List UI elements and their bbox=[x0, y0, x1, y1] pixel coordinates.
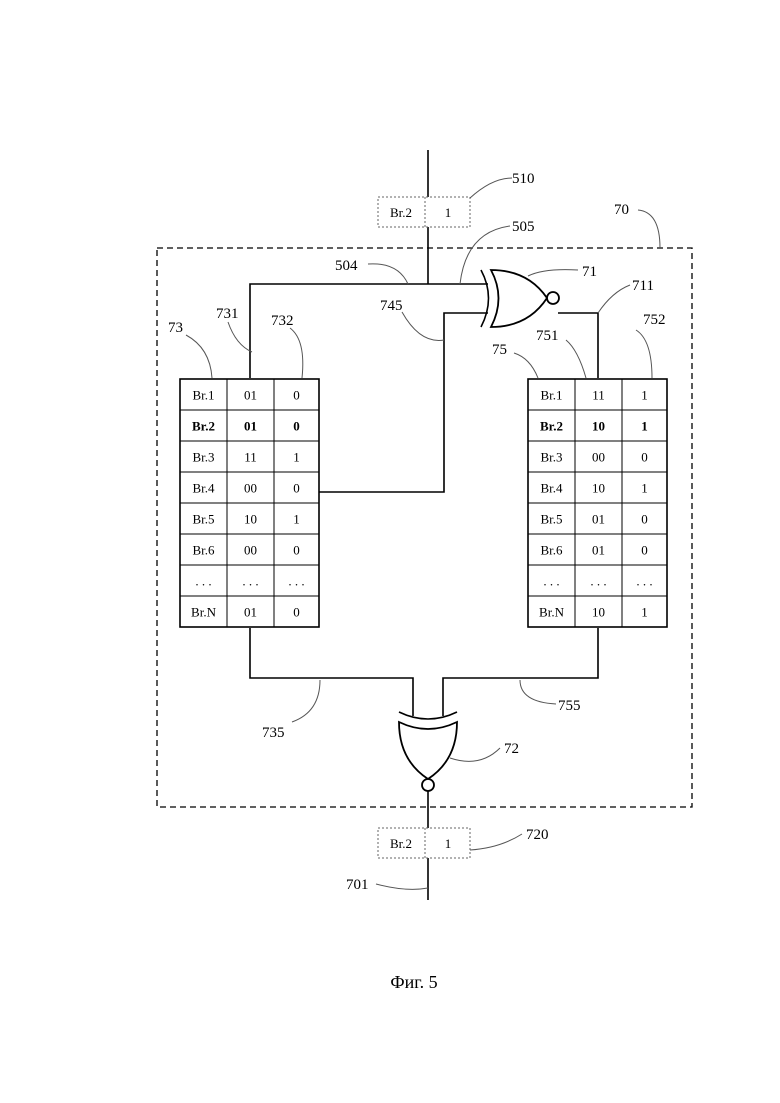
left-table-bit-cell: 0 bbox=[293, 543, 300, 558]
right-table-bit-cell: 0 bbox=[641, 450, 648, 465]
ref-711: 711 bbox=[632, 278, 654, 294]
right-table-bit-cell: 1 bbox=[641, 481, 648, 496]
ref-752: 752 bbox=[643, 312, 666, 328]
left-table-bit-cell: 1 bbox=[293, 450, 300, 465]
left-table-code-cell: . . . bbox=[242, 574, 258, 589]
ref-70: 70 bbox=[614, 202, 629, 218]
ref-731: 731 bbox=[216, 306, 239, 322]
leader-731 bbox=[228, 322, 252, 352]
input-packet: Br.2 1 bbox=[378, 197, 470, 227]
left-table-code-cell: 01 bbox=[244, 605, 257, 620]
left-table-branch-cell: Br.3 bbox=[192, 450, 214, 465]
leader-752 bbox=[636, 330, 652, 378]
left-table-bit-cell: 0 bbox=[293, 605, 300, 620]
input-packet-label: Br.2 bbox=[390, 205, 412, 220]
leader-711 bbox=[598, 285, 630, 313]
ref-504: 504 bbox=[335, 258, 358, 274]
left-table-branch-cell: Br.2 bbox=[192, 419, 215, 434]
right-table-code-cell: 11 bbox=[592, 388, 605, 403]
right-table-branch-cell: Br.6 bbox=[540, 543, 563, 558]
leader-70 bbox=[638, 210, 660, 248]
left-table-branch-cell: Br.1 bbox=[192, 388, 214, 403]
table-73: Br.1010Br.2010Br.3111Br.4000Br.5101Br.60… bbox=[180, 379, 319, 627]
right-table-bit-cell: 1 bbox=[641, 419, 648, 434]
leader-755 bbox=[520, 680, 556, 704]
ref-755: 755 bbox=[558, 698, 581, 714]
left-table-code-cell: 11 bbox=[244, 450, 257, 465]
left-table-bit-cell: 0 bbox=[293, 481, 300, 496]
ref-510: 510 bbox=[512, 171, 535, 187]
right-table-branch-cell: Br.3 bbox=[540, 450, 562, 465]
right-table-code-cell: . . . bbox=[590, 574, 606, 589]
right-table-branch-cell: Br.5 bbox=[540, 512, 562, 527]
leader-73 bbox=[186, 335, 212, 378]
left-table-branch-cell: Br.6 bbox=[192, 543, 215, 558]
ref-71: 71 bbox=[582, 264, 597, 280]
left-table-code-cell: 01 bbox=[244, 388, 257, 403]
right-table-branch-cell: Br.4 bbox=[540, 481, 563, 496]
right-table-bit-cell: 1 bbox=[641, 605, 648, 620]
right-table-branch-cell: . . . bbox=[543, 574, 559, 589]
xnor-gate-71 bbox=[481, 270, 559, 327]
leader-71 bbox=[528, 270, 578, 276]
ref-72: 72 bbox=[504, 741, 519, 757]
right-table-branch-cell: Br.2 bbox=[540, 419, 563, 434]
right-table-code-cell: 00 bbox=[592, 450, 605, 465]
leader-510 bbox=[470, 178, 512, 198]
right-table-bit-cell: 0 bbox=[641, 512, 648, 527]
ref-745: 745 bbox=[380, 298, 403, 314]
xnor-gate-72 bbox=[399, 712, 457, 791]
left-table-branch-cell: Br.N bbox=[191, 605, 217, 620]
right-table-bit-cell: . . . bbox=[636, 574, 652, 589]
wire-711 bbox=[558, 313, 598, 378]
wire-735 bbox=[250, 628, 413, 716]
left-table-bit-cell: 0 bbox=[293, 419, 300, 434]
leader-701 bbox=[376, 884, 428, 889]
leader-504 bbox=[368, 264, 408, 284]
leader-720 bbox=[470, 834, 522, 850]
left-table-code-cell: 00 bbox=[244, 481, 257, 496]
output-packet-value: 1 bbox=[445, 836, 452, 851]
right-table-code-cell: 10 bbox=[592, 481, 605, 496]
leader-745 bbox=[402, 312, 444, 340]
left-table-bit-cell: 0 bbox=[293, 388, 300, 403]
ref-735: 735 bbox=[262, 725, 285, 741]
left-table-code-cell: 10 bbox=[244, 512, 257, 527]
leader-735 bbox=[292, 680, 320, 722]
leader-751 bbox=[566, 340, 586, 378]
left-table-bit-cell: . . . bbox=[288, 574, 304, 589]
leader-732 bbox=[290, 328, 303, 378]
figure-caption: Фиг. 5 bbox=[390, 972, 437, 992]
wire-745 bbox=[318, 313, 488, 492]
leader-75 bbox=[514, 353, 538, 378]
ref-75: 75 bbox=[492, 342, 507, 358]
left-table-branch-cell: Br.4 bbox=[192, 481, 215, 496]
input-packet-value: 1 bbox=[445, 205, 452, 220]
wire-504 bbox=[250, 284, 488, 378]
ref-73: 73 bbox=[168, 320, 183, 336]
right-table-bit-cell: 0 bbox=[641, 543, 648, 558]
ref-720: 720 bbox=[526, 827, 549, 843]
left-table-code-cell: 00 bbox=[244, 543, 257, 558]
right-table-branch-cell: Br.1 bbox=[540, 388, 562, 403]
ref-701: 701 bbox=[346, 877, 369, 893]
left-table-code-cell: 01 bbox=[244, 419, 257, 434]
ref-505: 505 bbox=[512, 219, 535, 235]
output-packet: Br.2 1 bbox=[378, 828, 470, 858]
right-table-code-cell: 10 bbox=[592, 605, 605, 620]
table-75: Br.1111Br.2101Br.3000Br.4101Br.5010Br.60… bbox=[528, 379, 667, 627]
left-table-branch-cell: . . . bbox=[195, 574, 211, 589]
right-table-branch-cell: Br.N bbox=[539, 605, 565, 620]
right-table-code-cell: 01 bbox=[592, 512, 605, 527]
left-table-bit-cell: 1 bbox=[293, 512, 300, 527]
output-packet-label: Br.2 bbox=[390, 836, 412, 851]
right-table-code-cell: 10 bbox=[592, 419, 605, 434]
leader-72 bbox=[450, 748, 500, 761]
left-table-branch-cell: Br.5 bbox=[192, 512, 214, 527]
right-table-bit-cell: 1 bbox=[641, 388, 648, 403]
ref-751: 751 bbox=[536, 328, 559, 344]
ref-732: 732 bbox=[271, 313, 294, 329]
right-table-code-cell: 01 bbox=[592, 543, 605, 558]
